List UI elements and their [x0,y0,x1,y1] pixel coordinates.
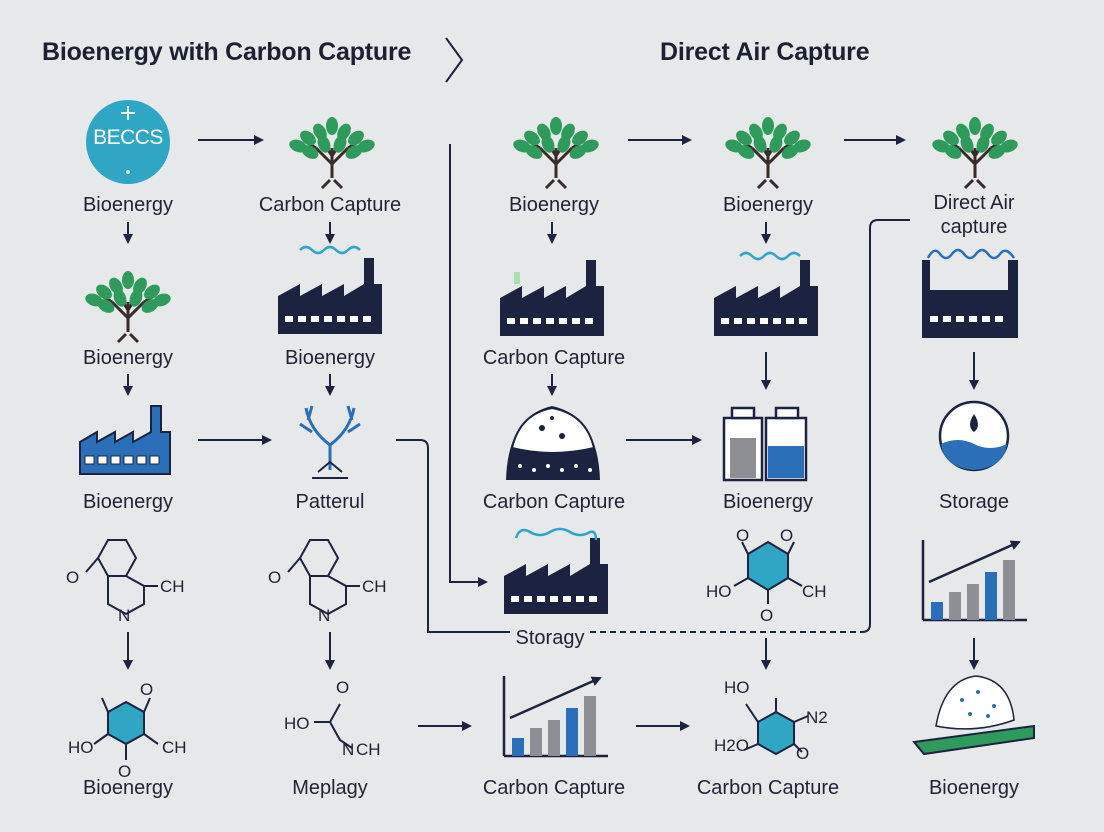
water-drop-icon [938,400,1010,472]
molecule-icon [743,698,809,756]
node-label: Carbon Capture [482,347,626,369]
atom-label: CH [160,577,185,596]
node-label: Carbon Capture [696,777,840,799]
node-label: Patterul [295,491,365,513]
atom-label: N [342,740,355,759]
tree-icon [928,115,1022,190]
atom-label: HO [68,738,94,757]
atom-label: HO [706,582,732,601]
node-label: Bioenergy [722,194,814,216]
node-label: Bioenergy [722,491,814,513]
molecule-icon [85,539,158,616]
tree-icon [721,115,815,190]
arrow [449,144,488,587]
atom-label: HO [724,678,750,697]
molecule-icon [93,697,159,760]
atom-label: H2O [714,736,749,755]
node-label: Meplagy [292,777,368,799]
factory-icon [714,251,818,336]
connector-lines [396,219,910,633]
factory-icon [500,260,604,336]
molecule-icon [733,540,803,604]
salt-pile-icon [506,406,600,480]
atom-label: N [318,606,331,625]
node-label: Direct Air capture [933,192,1015,238]
tree-icon [285,115,379,190]
flow-arrows [123,135,979,731]
atom-label: HO [284,714,310,733]
section-title-beccs: Bioenergy with Carbon Capture [42,38,412,66]
node-label: Carbon Capture [482,777,626,799]
connector-line [861,219,910,633]
atom-label: O [796,744,810,763]
storage-tank-icon [722,406,808,482]
chevron-right-icon [445,37,464,83]
atom-label: O [118,762,132,781]
node-label: Bioenergy [928,777,1020,799]
atom-label: CH [802,582,827,601]
atom-label: N2 [806,708,828,727]
beccs-badge-icon [86,100,170,184]
atom-label: N [118,606,131,625]
connector-line [396,439,510,633]
node-label: Bioenergy [82,347,174,369]
chart-icon [923,540,1027,620]
node-label: Carbon Capture [482,491,626,513]
beccs-badge-label: BECCS [93,126,163,149]
factory-icon [79,405,171,475]
atom-label: O [780,526,794,545]
factory-icon [922,248,1018,338]
chart-icon [504,676,608,756]
salt-pile-icon [912,675,1035,756]
atom-label: O [140,680,154,699]
tree-icon [509,115,603,190]
factory-icon [278,245,382,334]
molecule-icon [314,703,353,749]
node-label: Storage [938,491,1010,513]
node-label: Carbon Capture [258,194,402,216]
factory-icon [504,527,608,614]
node-label: Bioenergy [82,777,174,799]
node-label: Bioenergy [508,194,600,216]
atom-label: CH [356,740,381,759]
atom-label: O [336,678,350,697]
atom-label: O [66,568,80,587]
storage-connector-label: Storagy [510,626,590,650]
atom-label: O [268,568,282,587]
tree-icon [81,269,175,344]
section-title-dac: Direct Air Capture [660,38,870,66]
node-label: Bioenergy [284,347,376,369]
atom-label: O [760,606,774,625]
atom-label: O [736,526,750,545]
antler-icon [299,405,361,479]
atom-label: CH [362,577,387,596]
node-label: Bioenergy [82,491,174,513]
atom-label: CH [162,738,187,757]
molecule-icon [287,539,360,616]
node-label: Bioenergy [82,194,174,216]
